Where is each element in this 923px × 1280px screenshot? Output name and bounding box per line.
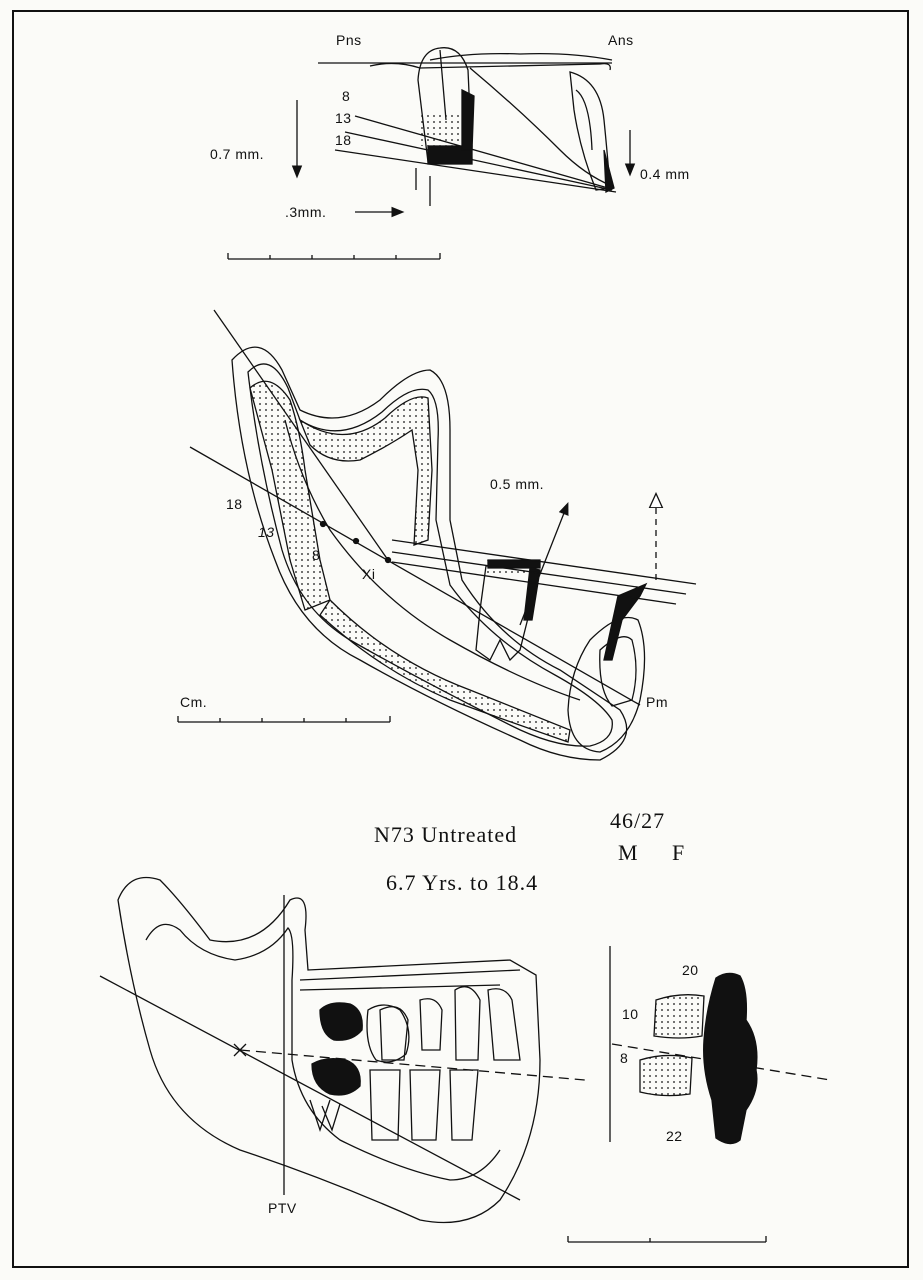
measure-left: 0.7 mm. <box>210 146 265 162</box>
title-ratio: 46/27 <box>610 808 666 833</box>
measure-right: 0.4 mm <box>640 166 690 182</box>
mid-stage-8: 8 <box>312 547 321 563</box>
upper-stage-13: 13 <box>335 110 352 126</box>
label-ans: Ans <box>608 32 634 48</box>
upper-stage-18: 18 <box>335 132 352 148</box>
inset-label-20: 20 <box>682 962 699 978</box>
label-pm: Pm <box>646 694 668 710</box>
figure-border <box>12 10 909 1268</box>
maxilla-tracing <box>227 47 636 260</box>
measure-horizontal: .3mm. <box>285 204 327 220</box>
inset-label-22: 22 <box>666 1128 683 1144</box>
label-pns: Pns <box>336 32 362 48</box>
title-line1: N73 Untreated <box>374 822 518 847</box>
dentition-tracing <box>99 876 831 1243</box>
title-sex-f: F <box>672 840 686 865</box>
title-sex-m: M <box>618 840 639 865</box>
mandible-tracing <box>177 309 697 761</box>
inset-label-8: 8 <box>620 1050 629 1066</box>
scale-label-cm: Cm. <box>180 694 208 710</box>
inset-label-10: 10 <box>622 1006 639 1022</box>
title-line2: 6.7 Yrs. to 18.4 <box>386 870 539 895</box>
measure-mid: 0.5 mm. <box>490 476 545 492</box>
mid-stage-13: 13 <box>258 524 275 540</box>
upper-stage-8: 8 <box>342 88 351 104</box>
mid-stage-18: 18 <box>226 496 243 512</box>
label-ptv: PTV <box>268 1200 297 1216</box>
label-xi: Xi <box>362 566 376 582</box>
